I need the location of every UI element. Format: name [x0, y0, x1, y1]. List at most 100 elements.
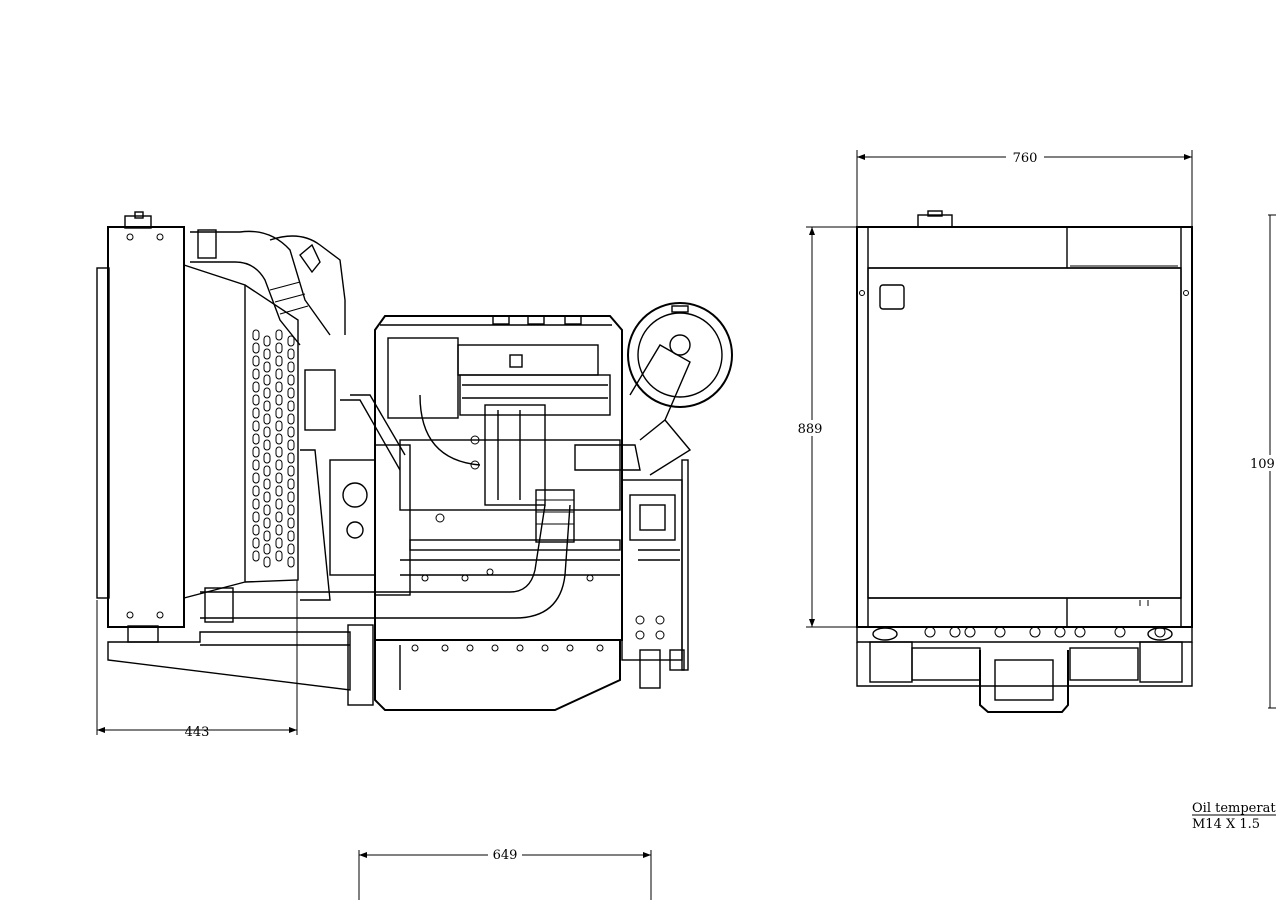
engine-block — [374, 315, 623, 641]
note-line-1: Oil temperatu — [1192, 801, 1276, 816]
fan-guard-slot — [252, 511, 260, 523]
fan-guard-slot — [287, 348, 295, 360]
fan-guard-slot — [252, 485, 260, 497]
fan-guard-slot — [263, 465, 271, 477]
fan-guard-slot — [263, 335, 271, 347]
fan-guard-slot — [275, 368, 283, 380]
fan-guard-slot — [275, 524, 283, 536]
fan-guard-slot — [287, 556, 295, 568]
fan-guard-slot — [275, 537, 283, 549]
oil-sump — [374, 640, 621, 711]
fan-guard-slot — [275, 420, 283, 432]
fan-guard-slot — [252, 420, 260, 432]
fan-guard-slot — [263, 400, 271, 412]
fan-guard-slot — [252, 368, 260, 380]
fan-guard-slot — [252, 394, 260, 406]
fan-guard-slot — [287, 491, 295, 503]
fan-guard-slot — [252, 342, 260, 354]
fan-guard-slot — [287, 504, 295, 516]
fan-guard-slot — [287, 530, 295, 542]
fan-guard-slot — [287, 426, 295, 438]
air-filter — [627, 302, 733, 408]
fan-guard-slot — [252, 329, 260, 341]
fan-guard-slot — [275, 433, 283, 445]
fan-guard-slot — [252, 355, 260, 367]
fan-guard-slot — [287, 478, 295, 490]
fan-guard-slot — [263, 387, 271, 399]
fan-guard-slot — [263, 361, 271, 373]
fan-guard-slot — [287, 400, 295, 412]
fan-guard-slot — [263, 504, 271, 516]
dimension-side-depth: 443 — [96, 580, 298, 740]
front-pulleys — [300, 369, 411, 601]
fan-guard-slot — [275, 342, 283, 354]
fan-guard-slot — [287, 361, 295, 373]
fan-guard-slot — [287, 439, 295, 451]
fan-guard-slot — [287, 335, 295, 347]
fan-guard-slot — [263, 530, 271, 542]
fan-guard-slot — [252, 407, 260, 419]
dimension-label-right-height: 109 — [1250, 457, 1275, 472]
notes: Oil temperatu M14 X 1.5 — [1192, 801, 1276, 832]
fan-guard-slot — [287, 517, 295, 529]
lower-hose — [200, 489, 575, 623]
dimension-label-bottom-width: 649 — [493, 848, 518, 863]
fan-guard-slot — [252, 472, 260, 484]
fan-guard-slot — [275, 498, 283, 510]
fan-guard-slot — [275, 459, 283, 471]
fan-guard-slot — [263, 413, 271, 425]
fan-guard-slot — [263, 543, 271, 555]
fan-guard-slot — [263, 426, 271, 438]
fan-guard-slot — [263, 452, 271, 464]
fan-guard-slot — [252, 459, 260, 471]
upper-hose — [190, 229, 346, 346]
dimension-label-side-depth: 443 — [185, 725, 210, 740]
dimension-front-height: 889 — [797, 226, 858, 628]
fan-guard-slot — [252, 550, 260, 562]
fan-guard-slot — [287, 374, 295, 386]
fan-guard-slot — [275, 355, 283, 367]
fan-guard-slot — [263, 491, 271, 503]
fan-guard-slot — [275, 329, 283, 341]
fan-guard-slot — [263, 374, 271, 386]
fan-guard-slot — [275, 381, 283, 393]
front-view: 760 889 109 Oil temperatu M14 X 1.5 — [797, 150, 1276, 832]
fan-guard-slot — [263, 478, 271, 490]
fan-guard-slot — [275, 511, 283, 523]
note-line-2: M14 X 1.5 — [1192, 817, 1260, 832]
fan-guard-slot — [275, 550, 283, 562]
base-frame — [107, 624, 685, 706]
fan-guard-slot — [287, 452, 295, 464]
fan-guard-slot — [252, 381, 260, 393]
fan-guard-slot — [252, 537, 260, 549]
fan-guard-slot — [275, 485, 283, 497]
dimension-label-front-width: 760 — [1013, 151, 1038, 166]
exhaust-elbow — [574, 344, 692, 476]
radiator — [96, 211, 185, 643]
fan-guard-slot — [275, 472, 283, 484]
fan-guard-slot — [287, 465, 295, 477]
fan-guard-slot — [252, 446, 260, 458]
dimension-front-width: 760 — [856, 150, 1193, 228]
fan-guard-slot — [252, 433, 260, 445]
fan-guard-slot — [287, 387, 295, 399]
fan-guard-slot — [275, 394, 283, 406]
fan-guard-slot — [263, 348, 271, 360]
control-box — [621, 459, 689, 671]
fan-guard-slot — [275, 407, 283, 419]
fan-guard-slot — [287, 413, 295, 425]
fan-guard-slot — [252, 498, 260, 510]
front-base — [856, 626, 1193, 713]
fan-guard-slot — [263, 556, 271, 568]
fan-guard-slot — [287, 543, 295, 555]
side-view: 443 — [96, 211, 733, 740]
fan-guard — [183, 264, 299, 599]
fan-guard-slot — [263, 517, 271, 529]
dimension-right-height: 109 — [1250, 214, 1276, 709]
fan-guard-slot — [275, 446, 283, 458]
fan-guard-slot — [252, 524, 260, 536]
fan-guard-slot — [263, 439, 271, 451]
bottom-view: 649 — [358, 847, 652, 900]
